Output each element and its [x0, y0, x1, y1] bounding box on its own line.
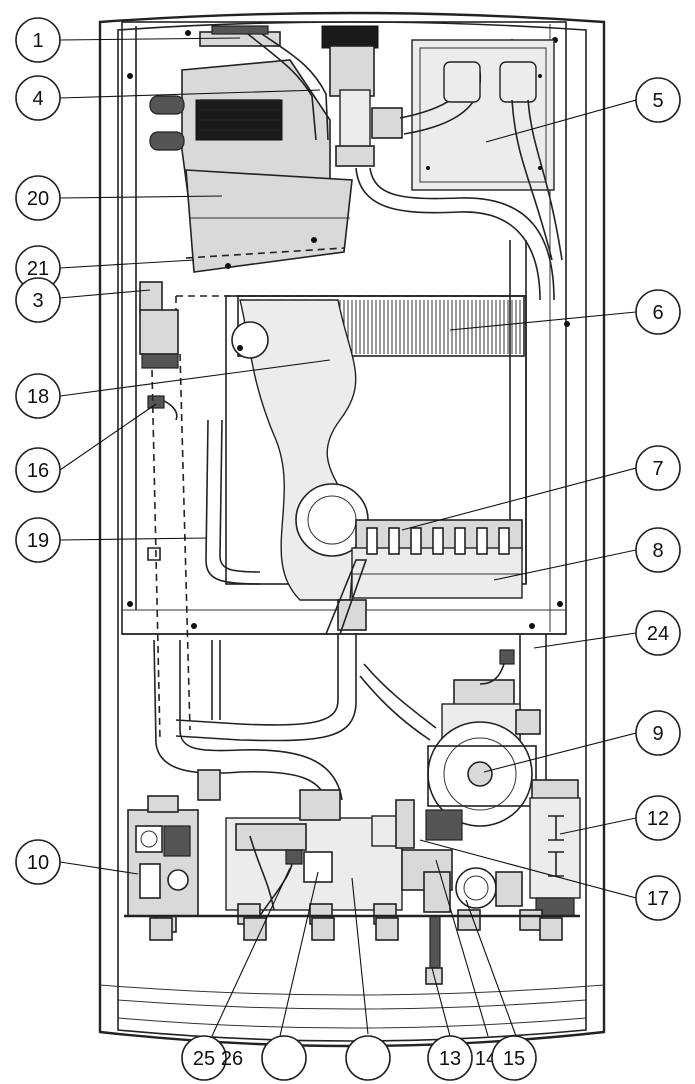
boiler-casing: [98, 11, 606, 1048]
callout-7-label: 7: [652, 458, 663, 480]
callout-16: 16: [15, 447, 61, 493]
callout-21: 21: [15, 245, 61, 291]
hydraulic-group: [225, 789, 543, 985]
callout-19: 19: [15, 517, 61, 563]
bottom-connections: [124, 914, 580, 941]
callout-8: 8: [635, 527, 681, 573]
callout-25: 25: [181, 1035, 227, 1081]
callout-3: 3: [15, 277, 61, 323]
callout-19-label: 19: [27, 530, 49, 552]
callout-6: 6: [635, 289, 681, 335]
callout-17-label: 17: [647, 888, 669, 910]
burner-jet: [432, 527, 444, 555]
callout-9-label: 9: [652, 723, 663, 745]
callout-14: 14: [475, 1048, 497, 1070]
ignition-electrode-area: [139, 281, 261, 741]
callout-13: 13: [427, 1035, 473, 1081]
callout-14-label: 14: [475, 1048, 497, 1070]
callout-17: 17: [635, 875, 681, 921]
callout-13-label: 13: [439, 1048, 461, 1070]
callout-10-label: 10: [27, 852, 49, 874]
callout-blank-1: [261, 1035, 307, 1081]
top-pipework: [247, 25, 563, 301]
callout-24: 24: [635, 610, 681, 656]
burner-jet: [476, 527, 488, 555]
callout-blank-2: [345, 1035, 391, 1081]
burner-jet: [454, 527, 466, 555]
callout-15-label: 15: [503, 1048, 525, 1070]
pressure-sensor: [529, 779, 581, 917]
callout-5: 5: [635, 77, 681, 123]
callout-1-label: 1: [32, 30, 43, 52]
callout-8-label: 8: [652, 540, 663, 562]
callout-26-label: 26: [221, 1048, 243, 1070]
callout-12: 12: [635, 795, 681, 841]
callout-20: 20: [15, 175, 61, 221]
callout-7: 7: [635, 445, 681, 491]
callout-5-label: 5: [652, 90, 663, 112]
burner-jet: [410, 527, 422, 555]
callout-9: 9: [635, 710, 681, 756]
callout-21-label: 21: [27, 258, 49, 280]
callout-10: 10: [15, 839, 61, 885]
callout-18: 18: [15, 373, 61, 419]
leader-lines: [59, 37, 637, 1037]
burner-jets: [366, 527, 510, 555]
callout-4-label: 4: [32, 88, 43, 110]
callout-1: 1: [15, 17, 61, 63]
callout-4: 4: [15, 75, 61, 121]
burner: [325, 519, 523, 635]
callout-24-label: 24: [647, 623, 669, 645]
gas-valve: [127, 769, 221, 933]
burner-jet: [388, 527, 400, 555]
callout-20-label: 20: [27, 188, 49, 210]
callout-26: 26: [221, 1048, 243, 1070]
circulation-pump: [427, 649, 541, 827]
callout-15: 15: [491, 1035, 537, 1081]
burner-jet: [498, 527, 510, 555]
callout-6-label: 6: [652, 302, 663, 324]
heat-exchanger: [175, 240, 527, 601]
callout-25-label: 25: [193, 1048, 215, 1070]
callout-markers: 1 4 20 21 3 18 16 19: [15, 17, 681, 1081]
callout-18-label: 18: [27, 386, 49, 408]
heat-exchanger-fins: [339, 300, 521, 354]
callout-3-label: 3: [32, 290, 43, 312]
fan-assembly: [149, 25, 353, 273]
callout-12-label: 12: [647, 808, 669, 830]
callout-16-label: 16: [27, 460, 49, 482]
burner-jet: [366, 527, 378, 555]
